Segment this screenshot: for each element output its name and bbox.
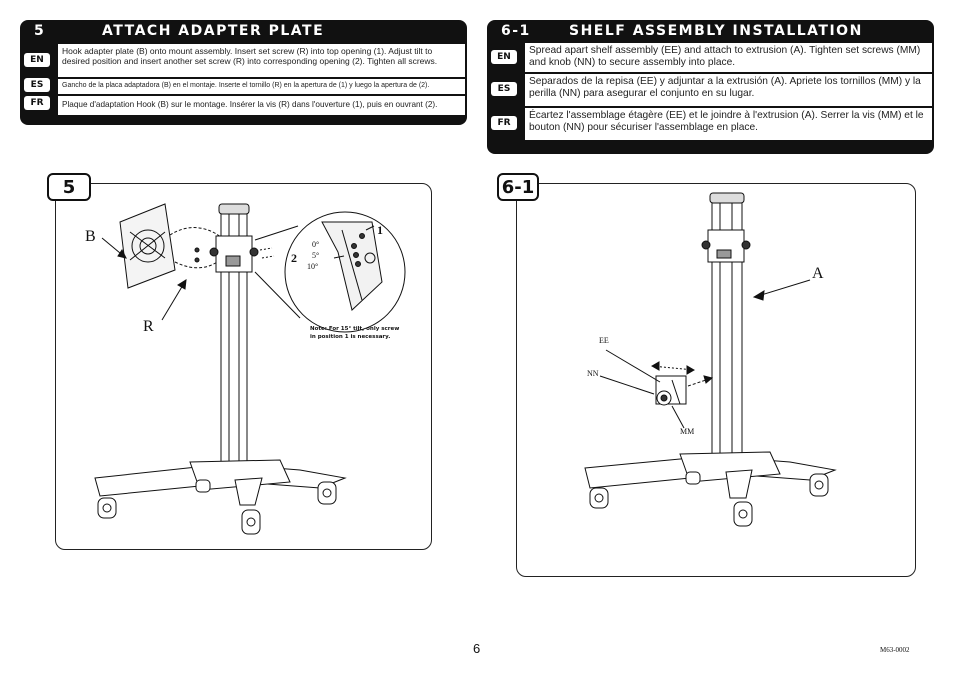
caster-wheel: [241, 509, 261, 535]
lang-badge-es: ES: [24, 78, 50, 92]
angle-10: 10°: [307, 262, 319, 271]
section-6-1-text-fr: Écartez l'assemblage étagère (EE) et le …: [525, 108, 932, 140]
tilt-note: Note: For 15° tilt, only screw in positi…: [310, 326, 399, 341]
label-nn: NN: [587, 369, 599, 378]
figure-5-step-tag: 5: [47, 173, 91, 201]
section-6-1-number: 6-1: [501, 23, 531, 39]
section-5-text-es: Gancho de la placa adaptadora (B) en el …: [58, 79, 465, 94]
page-number: 6: [473, 641, 481, 656]
tilt-note-line-1: Note: For 15° tilt, only screw: [310, 326, 400, 332]
section-6-1-header: 6-1 SHELF ASSEMBLY INSTALLATION: [487, 20, 934, 42]
angle-5: 5°: [312, 251, 320, 260]
label-r: R: [143, 318, 154, 335]
document-code: M63-0002: [880, 646, 910, 654]
label-b: B: [85, 228, 96, 245]
caster-wheel: [809, 473, 829, 497]
lang-badge-fr: FR: [24, 96, 50, 110]
shelf-assembly: [655, 375, 687, 406]
section-5-text-en: Hook adapter plate (B) onto mount assemb…: [58, 44, 465, 77]
section-5-number: 5: [34, 23, 46, 39]
section-6-1-title: SHELF ASSEMBLY INSTALLATION: [569, 23, 863, 39]
caster-wheel: [733, 501, 753, 527]
section-5-header: 5 ATTACH ADAPTER PLATE: [20, 20, 467, 42]
label-ee: EE: [599, 336, 609, 345]
angle-0: 0°: [312, 240, 320, 249]
caster-wheel: [97, 497, 117, 519]
caster-wheel: [589, 487, 609, 509]
label-a: A: [812, 265, 824, 282]
section-5-text-fr: Plaque d'adaptation Hook (B) sur le mont…: [58, 96, 465, 115]
caster-wheel: [317, 481, 337, 505]
lang-badge-fr: FR: [491, 116, 517, 130]
figure-6-1-step-tag: 6-1: [497, 173, 539, 201]
label-position-1: 1: [377, 223, 383, 237]
section-6-1-text-es: Separados de la repisa (EE) y adjuntar a…: [525, 74, 932, 106]
label-mm: MM: [680, 427, 695, 436]
section-6-1-panel: 6-1 SHELF ASSEMBLY INSTALLATION EN Sprea…: [487, 20, 934, 154]
caster-wheel: [195, 479, 211, 493]
section-6-1-text-en: Spread apart shelf assembly (EE) and att…: [525, 43, 932, 72]
lang-badge-en: EN: [24, 53, 50, 67]
section-5-panel: 5 ATTACH ADAPTER PLATE EN Hook adapter p…: [20, 20, 467, 125]
tilt-note-line-2: in position 1 is necessary.: [310, 333, 391, 340]
caster-wheel: [685, 471, 701, 485]
lang-badge-es: ES: [491, 82, 517, 96]
section-5-title: ATTACH ADAPTER PLATE: [102, 23, 325, 39]
label-position-2: 2: [291, 251, 297, 265]
lang-badge-en: EN: [491, 50, 517, 64]
